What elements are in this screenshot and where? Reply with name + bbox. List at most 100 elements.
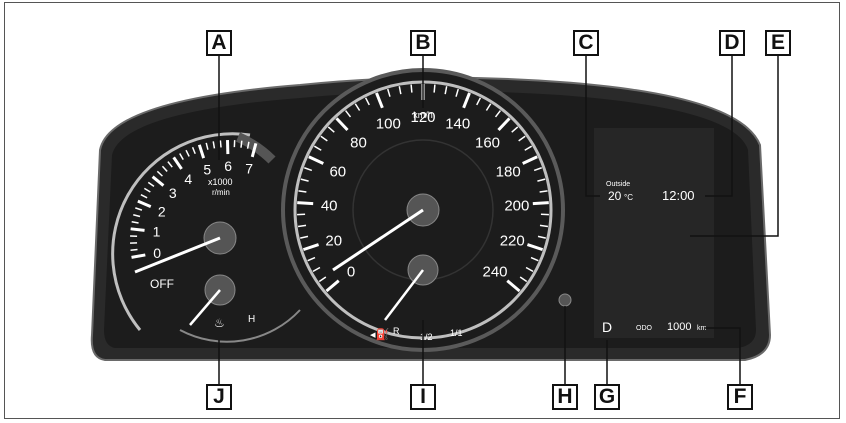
- speed-tick: [300, 235, 309, 239]
- tach-tick: [167, 161, 173, 168]
- tach-tick: [219, 140, 222, 148]
- speed-tick: [533, 167, 542, 172]
- speed-scale-label: 160: [475, 135, 500, 152]
- speed-tick: [387, 88, 391, 97]
- callout-g: G: [594, 384, 620, 410]
- tach-tick: [250, 143, 258, 158]
- figure-frame: [4, 2, 840, 419]
- tach-tick: [137, 199, 152, 208]
- fuel-label-half: 1/2: [420, 332, 433, 342]
- speed-tick: [522, 155, 538, 165]
- tach-scale-label: 5: [203, 162, 211, 178]
- tach-tick: [140, 193, 148, 199]
- temp-unit: °C: [624, 193, 633, 202]
- speed-tick: [318, 276, 327, 283]
- outside-temp: 20: [608, 189, 622, 203]
- multi-info-display: Outside 20 °C 12:00 D ODO 1000 km: [594, 128, 714, 338]
- speedo-needle: [332, 208, 424, 272]
- fuel-label-r: R: [393, 326, 400, 336]
- speed-scale-label: 60: [329, 163, 346, 180]
- speed-tick: [462, 92, 471, 109]
- tach-scale-label: 4: [184, 171, 192, 187]
- fuel-label-full: 1/1: [450, 328, 463, 338]
- tach-tick: [205, 142, 209, 150]
- tach-tick: [131, 253, 146, 259]
- speed-scale-label: 180: [496, 163, 521, 180]
- tach-tick: [151, 175, 165, 187]
- tach-scale-label: 0: [153, 245, 161, 261]
- speed-tick: [494, 110, 502, 118]
- speed-tick: [410, 84, 413, 93]
- speed-scale-label: 40: [321, 198, 338, 215]
- leader-e: [690, 56, 779, 237]
- tach-tick: [131, 220, 139, 224]
- fuel-needle: [384, 269, 424, 321]
- speed-tick: [476, 97, 482, 106]
- odometer-unit: km: [697, 325, 707, 332]
- speed-tick: [530, 256, 539, 262]
- speed-tick: [444, 86, 448, 95]
- tach-tick: [143, 187, 151, 193]
- temp-icon: ♨: [214, 316, 225, 330]
- speed-tick: [539, 190, 548, 193]
- callout-h: H: [552, 384, 578, 410]
- tach-tick: [197, 144, 206, 159]
- tachometer-arc: [111, 132, 251, 331]
- speed-scale-label: 240: [482, 263, 507, 280]
- speed-tick: [398, 86, 402, 95]
- speed-scale-label: 20: [325, 233, 342, 250]
- speed-scale-label: 0: [347, 263, 355, 280]
- speed-tick: [433, 84, 436, 93]
- speed-tick: [485, 103, 492, 111]
- tach-scale-label: 7: [245, 161, 253, 177]
- speed-scale-label: 220: [500, 233, 525, 250]
- speed-tick: [308, 155, 324, 165]
- temp-needle: [189, 289, 221, 326]
- fuel-pump-icon: ◂⛽: [370, 328, 390, 341]
- tach-tick: [179, 153, 184, 160]
- speed-scale-label: 200: [504, 198, 529, 215]
- speed-tick: [511, 126, 519, 133]
- speed-scale-label: 140: [445, 116, 470, 133]
- speed-tick: [532, 201, 549, 206]
- speed-tick: [344, 110, 352, 118]
- speed-tick: [518, 135, 526, 142]
- callout-d: D: [719, 30, 745, 56]
- tach-tick: [191, 146, 196, 155]
- speed-tick: [302, 243, 320, 252]
- speed-tick: [506, 279, 521, 293]
- callout-e: E: [765, 30, 791, 56]
- tach-off-label: OFF: [150, 277, 174, 291]
- callout-j: J: [206, 384, 232, 410]
- tach-unit: r/min: [212, 188, 230, 197]
- tach-tick: [246, 141, 250, 149]
- speed-tick: [297, 224, 307, 228]
- tach-tick: [240, 140, 243, 148]
- tach-tick: [161, 165, 168, 172]
- speed-tick: [526, 243, 544, 252]
- tach-tick: [147, 181, 155, 188]
- callout-a: A: [206, 30, 232, 56]
- tach-needle: [134, 236, 221, 274]
- leader-lines: [218, 56, 779, 396]
- tach-multiplier: x1000: [208, 177, 233, 187]
- temp-gauge: ♨ H: [179, 274, 301, 343]
- callout-c: C: [573, 30, 599, 56]
- speed-tick: [497, 117, 511, 132]
- shift-position: D: [602, 319, 612, 335]
- speed-tick: [539, 224, 549, 228]
- speed-scale-label: 100: [376, 116, 401, 133]
- speed-tick: [335, 117, 349, 132]
- odometer-value: 1000: [667, 321, 691, 333]
- tach-scale-label: 3: [169, 185, 177, 201]
- speed-tick: [312, 266, 321, 273]
- speed-tick: [375, 92, 384, 109]
- tach-tick: [156, 170, 163, 177]
- speed-tick: [537, 235, 546, 239]
- tach-scale-label: 2: [158, 203, 166, 219]
- speed-tick: [455, 88, 459, 97]
- speed-scale-label: 80: [350, 135, 367, 152]
